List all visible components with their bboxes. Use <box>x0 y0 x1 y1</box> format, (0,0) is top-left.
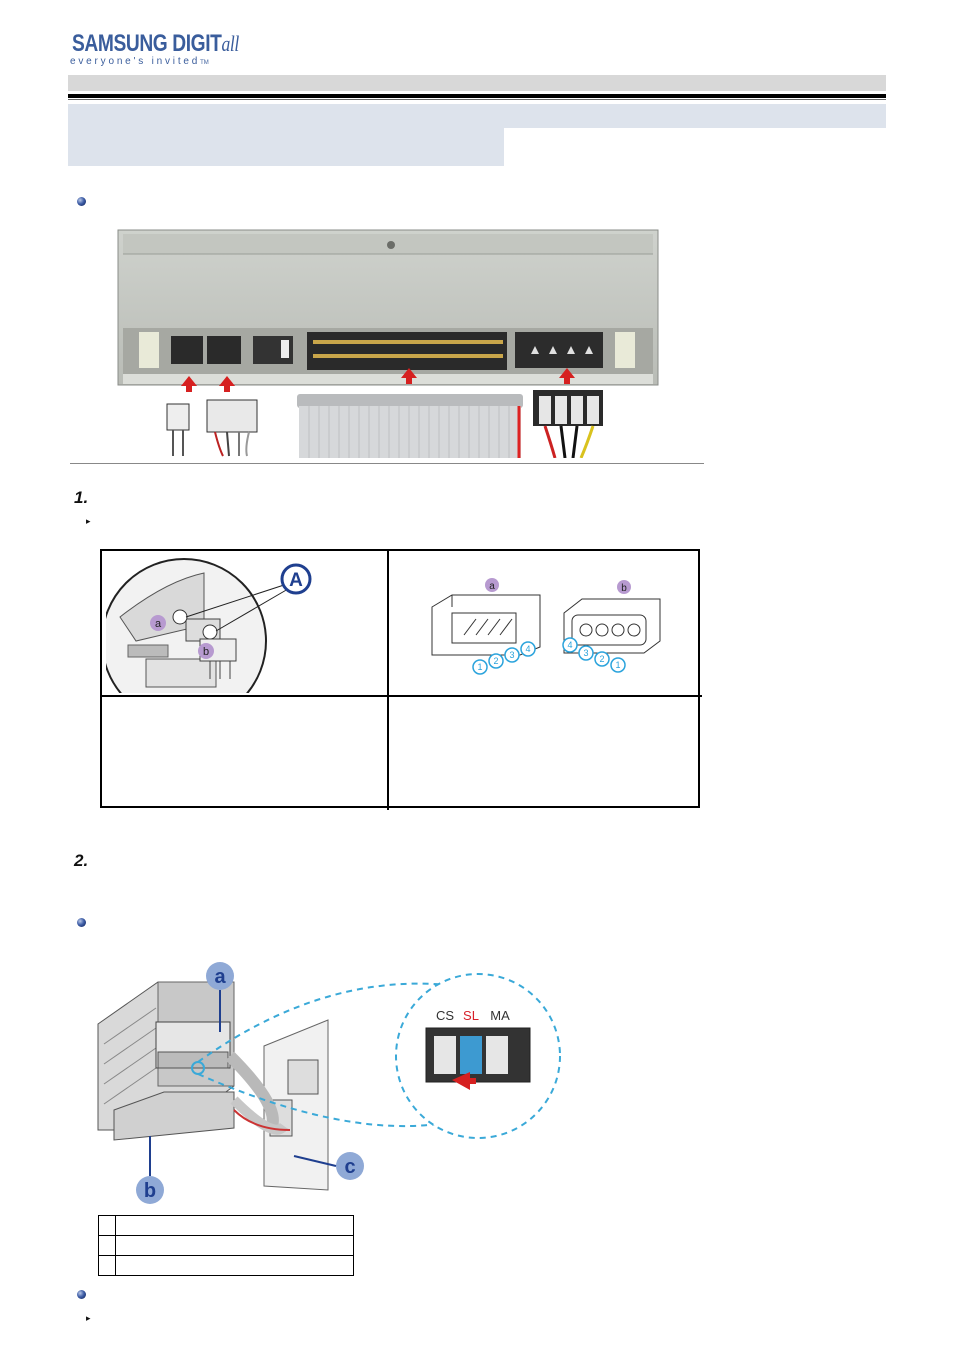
jumper-label-ma: MA <box>490 1008 510 1023</box>
rear-panel-figure <box>115 228 660 459</box>
pin-a-4: 4 <box>525 644 530 654</box>
pin-a-2: 2 <box>493 656 498 666</box>
table-cell <box>115 1255 354 1276</box>
section-bullet <box>77 197 86 206</box>
logo-tagline-text: everyone's invited <box>70 56 201 67</box>
jumper-label-cs: CS <box>436 1008 454 1023</box>
table-cell <box>98 1215 116 1236</box>
figure-divider <box>70 463 704 464</box>
header-thin-rule <box>68 99 886 100</box>
closeup-label-b: b <box>203 646 209 658</box>
jumper-figure: CS SL MA a b c <box>94 960 564 1210</box>
pin-b-4: 4 <box>567 640 572 650</box>
title-band-left <box>68 128 504 166</box>
pin-a-3: 3 <box>509 650 514 660</box>
logo-brand: SAMSUNG DIGIT <box>72 30 222 57</box>
table-cell <box>115 1235 354 1256</box>
pin-b-2: 2 <box>599 654 604 664</box>
closeup-label-a: a <box>155 618 162 630</box>
table-row <box>98 1255 354 1276</box>
chevron-right-icon: ▸ <box>86 516 91 526</box>
rear-panel-photo-icon <box>117 229 659 459</box>
legend-table <box>98 1215 354 1276</box>
section-bullet <box>77 918 86 927</box>
pin-diagram-label-b: b <box>621 583 627 594</box>
logo-tagline: everyone's invitedTM <box>70 56 209 67</box>
table-row <box>98 1235 354 1256</box>
power-connector-closeup-icon: A a b <box>106 558 312 693</box>
drive-installation-icon: CS SL MA a b c <box>97 962 561 1204</box>
table-row <box>98 1215 354 1236</box>
table-cell <box>98 1255 116 1276</box>
pin-layout-icon: a 1 2 3 4 b 4 3 2 1 <box>431 578 661 675</box>
table-divider-v <box>387 551 389 810</box>
title-band <box>68 104 886 128</box>
pin-a-1: 1 <box>477 662 482 672</box>
callout-a-label: a <box>214 966 226 988</box>
logo-tm: TM <box>200 60 209 66</box>
power-connector-table: A a b a 1 2 3 4 b 4 3 2 <box>100 549 702 810</box>
callout-A-label: A <box>289 570 303 591</box>
table-divider-h <box>102 695 702 697</box>
table-cell <box>98 1235 116 1256</box>
pin-diagram-label-a: a <box>489 581 495 592</box>
pin-b-3: 3 <box>583 648 588 658</box>
callout-b-label: b <box>144 1180 156 1202</box>
table-cell <box>115 1215 354 1236</box>
header-gray-band <box>68 75 886 91</box>
chevron-right-icon: ▸ <box>86 1313 91 1323</box>
samsung-logo: SAMSUNG DIGITall <box>72 30 239 58</box>
callout-c-label: c <box>344 1156 355 1178</box>
step-number: 2. <box>74 851 89 870</box>
pin-b-1: 1 <box>615 660 620 670</box>
logo-brand-suffix: all <box>221 31 239 56</box>
step-number: 1. <box>74 488 89 507</box>
section-bullet <box>77 1290 86 1299</box>
jumper-label-sl: SL <box>463 1008 479 1023</box>
header-black-rule <box>68 94 886 98</box>
